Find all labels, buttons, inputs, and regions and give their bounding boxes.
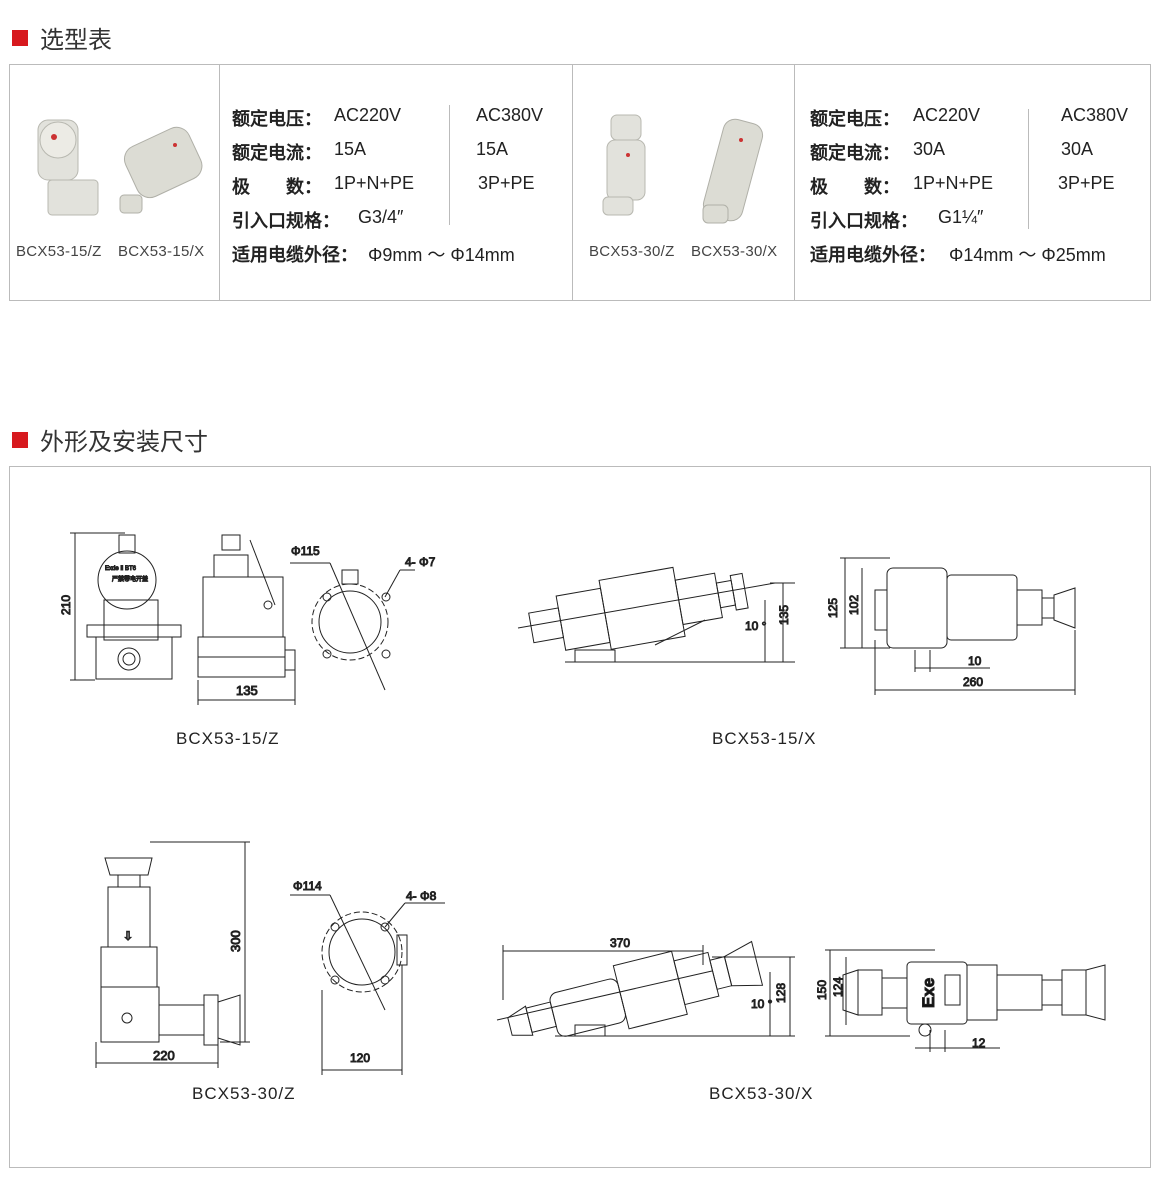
spec-value: 1P+N+PE [913, 173, 994, 193]
dimension-label: Φ115 [291, 544, 320, 558]
spec-label: 适用电缆外径： [232, 245, 358, 265]
drawing-caption: BCX53-15/Z [176, 729, 280, 748]
spec-value: Φ14mm ～ Φ25mm [949, 245, 1106, 265]
nameplate-text: Exde Ⅱ BT6 [105, 566, 137, 572]
spec-value: AC380V [1061, 105, 1129, 125]
dimension-label: 102 [847, 595, 861, 615]
nameplate-text: 严禁带电开盖 [112, 575, 148, 583]
spec-value: 3P+PE [478, 173, 535, 193]
exe-mark: Exe [919, 978, 938, 1008]
photo-cell-15: BCX53-15/Z BCX53-15/X [10, 65, 220, 300]
divider [1028, 109, 1029, 229]
spec-label: 额定电流： [810, 143, 900, 163]
dimension-label: 220 [153, 1048, 175, 1063]
photo-caption: BCX53-30/Z [589, 243, 675, 260]
drawing-bcx53-15-x: 10 ° 135 125 102 10 260 [517, 557, 1076, 695]
product-photo-30 [602, 114, 764, 224]
dimension-label: 4- Φ7 [405, 555, 436, 569]
spec-cell-15: 额定电压： AC220V AC380V 额定电流： 15A 15A 极 数： 1… [220, 65, 573, 300]
spec-value: AC220V [334, 105, 402, 125]
dimension-label: 10 [968, 654, 982, 668]
dimension-label: 120 [350, 1051, 370, 1065]
spec-label: 额定电压： [810, 109, 900, 129]
dimension-label: 260 [963, 675, 983, 689]
spec-label: 极 数： [810, 177, 900, 197]
drawing-caption: BCX53-30/X [709, 1084, 814, 1103]
dimension-label: 10 ° [745, 619, 767, 633]
spec-value: Φ9mm ～ Φ14mm [368, 245, 515, 265]
spec-value: 1P+N+PE [334, 173, 415, 193]
spec-label: 引入口规格： [810, 211, 918, 231]
spec-value: 15A [334, 139, 367, 159]
arrow-mark: ⇩ [123, 929, 133, 943]
section-title-selection: 选型表 [12, 20, 112, 55]
photo-caption: BCX53-15/Z [16, 243, 102, 260]
spec-label: 额定电流： [232, 143, 322, 163]
dimension-label: Φ114 [293, 879, 322, 893]
dimension-label: 370 [610, 936, 630, 950]
drawing-bcx53-30-x: 370 10 ° 128 Exe 150 124 12 [496, 936, 1106, 1052]
drawing-bcx53-15-z: Exde Ⅱ BT6 严禁带电开盖 210 135 Φ115 4- Φ7 [59, 532, 436, 705]
spec-value: AC220V [913, 105, 981, 125]
drawing-caption: BCX53-15/X [712, 729, 817, 748]
spec-cell-30: 额定电压： AC220V AC380V 额定电流： 30A 30A 极 数： 1… [795, 65, 1150, 300]
spec-value: G3/4″ [358, 207, 404, 227]
spec-value: 3P+PE [1058, 173, 1115, 193]
spec-label: 额定电压： [232, 109, 322, 129]
section-title-text: 外形及安装尺寸 [40, 429, 208, 456]
dimension-label: 300 [228, 930, 243, 952]
red-square-icon [12, 431, 28, 448]
dimension-label: 135 [236, 683, 258, 698]
product-photo-15 [37, 119, 203, 216]
spec-value: 30A [913, 139, 946, 159]
drawing-caption: BCX53-30/Z [192, 1084, 296, 1103]
selection-table: BCX53-15/Z BCX53-15/X 额定电压： AC220V AC380… [9, 64, 1151, 301]
spec-label: 适用电缆外径： [810, 245, 936, 265]
dimension-label: 210 [59, 595, 73, 615]
divider [449, 105, 450, 225]
dimension-label: 128 [774, 983, 788, 1003]
dimension-label: 12 [972, 1036, 986, 1050]
dimension-label: 150 [815, 980, 829, 1000]
drawing-bcx53-30-z: ⇩ 300 220 Φ114 4- Φ8 120 [95, 841, 445, 1075]
dimension-label: 125 [826, 598, 840, 618]
photo-cell-30: BCX53-30/Z BCX53-30/X [573, 65, 795, 300]
red-square-icon [12, 29, 28, 46]
dimension-label: 135 [777, 605, 791, 625]
section-title-text: 选型表 [40, 27, 112, 54]
spec-value: G1¼″ [938, 207, 984, 227]
spec-value: 30A [1061, 139, 1094, 159]
dimension-label: 4- Φ8 [406, 889, 437, 903]
spec-value: 15A [476, 139, 509, 159]
photo-caption: BCX53-30/X [691, 243, 778, 260]
photo-caption: BCX53-15/X [118, 243, 205, 260]
spec-label: 引入口规格： [232, 211, 340, 231]
dimension-label: 10 ° [751, 997, 773, 1011]
dimension-drawings [9, 466, 1151, 1168]
spec-value: AC380V [476, 105, 544, 125]
section-title-dimensions: 外形及安装尺寸 [12, 422, 208, 457]
dimension-label: 124 [831, 977, 845, 997]
spec-label: 极 数： [232, 177, 322, 197]
